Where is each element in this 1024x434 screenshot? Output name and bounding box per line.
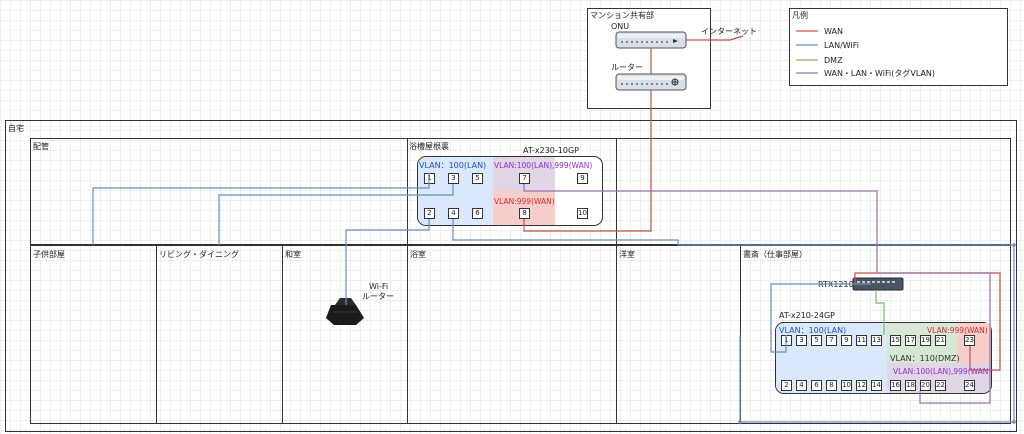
legend-item-tag-vlan: WAN・LAN・WiFi(タグVLAN) [824,69,936,78]
switch1-port: 2 [424,208,435,219]
cable-rtx-lan [770,283,871,353]
switch2-port: 21 [935,335,946,346]
switch2-port: 23 [964,335,975,346]
cable-switch1-living [218,184,454,245]
cable-router-switch1 [523,90,652,232]
switch1-port: 5 [472,173,483,184]
cable-tagged-vlan [523,184,991,404]
cable-switch1-wifi [345,219,430,305]
switch2-port: 15 [890,335,901,346]
switch2-port: 2 [781,380,792,391]
switch1-port: 3 [448,173,459,184]
cable-internet [686,35,744,41]
switch2-port: 4 [796,380,807,391]
home-area [5,120,1017,432]
router-label: ルーター [611,63,643,72]
wifi-router-icon [326,298,364,325]
switch2-port: 8 [826,380,837,391]
switch2-port: 16 [890,380,901,391]
legend-item-lan: LAN/WiFi [824,41,859,50]
switch2-model: AT-x210-24GP [779,311,835,320]
switch2-port: 6 [811,380,822,391]
legend-item-wan: WAN [824,27,843,36]
legend-item-dmz: DMZ [824,56,843,65]
switch2-vlan-wan: VLAN:999(WAN) [927,326,988,335]
switch2-vlan-dmz: VLAN：110(DMZ) [890,354,960,363]
switch1-port: 9 [577,173,588,184]
switch1-port: 7 [519,173,530,184]
switch2-port: 9 [841,335,852,346]
switch2-port: 13 [871,335,882,346]
switch2-port: 14 [871,380,882,391]
room-japanese-label: 和室 [285,250,301,259]
switch2-port: 5 [811,335,822,346]
ceiling-title: 浴槽屋根裏 [409,142,449,151]
switch2-port: 7 [826,335,837,346]
switch1-vlan-wan: VLAN:999(WAN) [494,197,555,206]
onu-device [615,31,687,49]
switch2-port: 10 [841,380,852,391]
switch2-port: 24 [964,380,975,391]
onu-label: ONU [611,22,630,31]
switch2-port: 12 [856,380,867,391]
switch2-vlan-trunk: VLAN:100(LAN),999(WAN) [893,367,992,376]
switch2-port: 19 [920,335,931,346]
rtx-device [852,277,904,291]
switch1-port: 10 [577,208,588,219]
cable-rtx-wan [854,272,1001,371]
wifi-label-line2: ルーター [362,292,394,301]
switch2-vlan-lan: VLAN：100(LAN) [779,326,847,335]
switch1-port: 6 [472,208,483,219]
switch2-port: 20 [920,380,931,391]
switch2-port: 3 [796,335,807,346]
mansion-area [587,8,711,109]
legend-box [789,8,1008,86]
room-bath-label: 浴室 [410,250,426,259]
wifi-label-line1: Wi-Fi [369,282,389,291]
legend-title: 凡例 [792,11,808,20]
switch2-port: 17 [905,335,916,346]
switch1-port: 4 [448,208,459,219]
mansion-router-device [615,73,687,91]
cable-switch2-port1 [775,335,787,353]
switch2-port: 22 [935,380,946,391]
switch1-vlan-trunk: VLAN:100(LAN),999(WAN) [494,161,593,170]
switch1-model: AT-x230-10GP [523,146,579,155]
switch2-port: 18 [905,380,916,391]
cable-switch1-kids [92,173,430,245]
internet-label: インターネット [701,27,757,36]
piping-title: 配管 [33,142,49,151]
room-living-label: リビング・ダイニング [159,250,239,259]
home-title: 自宅 [8,124,24,133]
switch1-vlan-lan: VLAN：100(LAN) [419,161,487,170]
switch2-port: 11 [856,335,867,346]
cable-switch1-study [452,219,1015,423]
room-western-label: 洋室 [619,250,635,259]
room-study-label: 書斎（仕事部屋） [743,250,807,259]
cable-rtx-dmz [875,290,885,335]
switch1-port: 8 [519,208,530,219]
room-kids-label: 子供部屋 [33,250,65,259]
mansion-title: マンション共有部 [590,11,654,20]
